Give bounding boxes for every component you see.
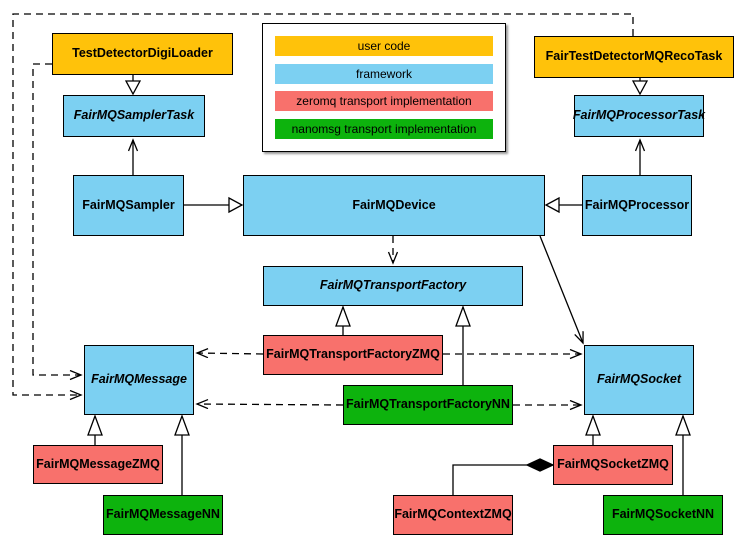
inheritance-messagezmq-to-message [87,414,103,445]
class-box-fairmq-message-nn: FairMQMessageNN [103,495,223,535]
class-label: FairMQSocketNN [611,507,715,522]
arrow-device-to-socket [539,235,583,343]
class-label: FairMQSocketZMQ [557,457,669,472]
class-label: FairMQSampler [82,197,175,212]
class-box-fairmq-processor-task: FairMQProcessorTask [572,95,706,137]
class-label: FairMQMessageNN [106,507,220,522]
class-label: FairMQTransportFactoryNN [346,397,510,412]
dependency-factorynn-to-message [197,404,344,405]
class-label: FairMQSocket [596,372,682,387]
legend-label-zeromq: zeromq transport implementation [296,94,472,109]
inheritance-socketnn-to-socket [675,414,691,495]
class-box-test-detector-digi-loader: TestDetectorDigiLoader [52,33,233,75]
inheritance-factorynn-to-factory [455,305,471,385]
inheritance-factoryzmq-to-factory [335,305,351,335]
legend-box: user code framework zeromq transport imp… [262,23,506,152]
dependency-factoryzmq-to-message [197,353,264,354]
class-box-fairmq-transport-factory: FairMQTransportFactory [263,266,523,306]
inheritance-processor-to-device [544,196,582,214]
legend-item-nanomsg: nanomsg transport implementation [275,118,493,139]
class-box-fairmq-processor: FairMQProcessor [582,175,692,236]
class-box-fairmq-socket: FairMQSocket [584,345,694,415]
class-label: TestDetectorDigiLoader [72,46,213,61]
class-label: FairMQMessage [91,372,187,387]
class-label: FairMQTransportFactoryZMQ [266,347,440,362]
class-label: FairMQDevice [352,197,436,212]
inheritance-messagenn-to-message [174,414,190,495]
inheritance-recotask-to-processortask [631,78,649,96]
class-box-fairmq-socket-zmq: FairMQSocketZMQ [553,445,673,485]
inheritance-sampler-to-device [184,196,244,214]
class-label: FairTestDetectorMQRecoTask [545,49,723,64]
class-box-fair-test-detector-mq-reco-task: FairTestDetectorMQRecoTask [534,36,734,78]
legend-item-zeromq: zeromq transport implementation [275,91,493,112]
class-box-fairmq-transport-factory-nn: FairMQTransportFactoryNN [343,385,513,425]
class-box-fairmq-transport-factory-zmq: FairMQTransportFactoryZMQ [263,335,443,375]
class-label: FairMQSamplerTask [73,108,195,123]
dependency-recotask-to-message [12,13,634,395]
inheritance-socketzmq-to-socket [585,414,601,445]
class-label: FairMQContextZMQ [394,507,512,522]
inheritance-digiloader-to-samplertask [124,75,142,96]
dependency-digiloader-to-message [32,63,81,375]
class-box-fairmq-sampler-task: FairMQSamplerTask [63,95,205,137]
class-box-fairmq-message-zmq: FairMQMessageZMQ [33,445,163,484]
class-box-fairmq-sampler: FairMQSampler [73,175,184,236]
legend-label-framework: framework [355,66,412,81]
legend-item-framework: framework [275,63,493,84]
class-label: FairMQProcessor [584,197,690,212]
class-box-fairmq-device: FairMQDevice [243,175,545,236]
class-label: FairMQProcessorTask [572,108,706,123]
class-label: FairMQTransportFactory [319,278,467,293]
legend-label-nanomsg: nanomsg transport implementation [291,121,477,136]
legend-label-user-code: user code [357,39,411,53]
class-box-fairmq-context-zmq: FairMQContextZMQ [393,495,513,535]
composition-socketzmq-contextzmq [452,458,555,495]
class-box-fairmq-message: FairMQMessage [84,345,194,415]
class-label: FairMQMessageZMQ [36,456,160,471]
class-box-fairmq-socket-nn: FairMQSocketNN [603,495,723,535]
legend-item-user-code: user code [275,36,493,56]
